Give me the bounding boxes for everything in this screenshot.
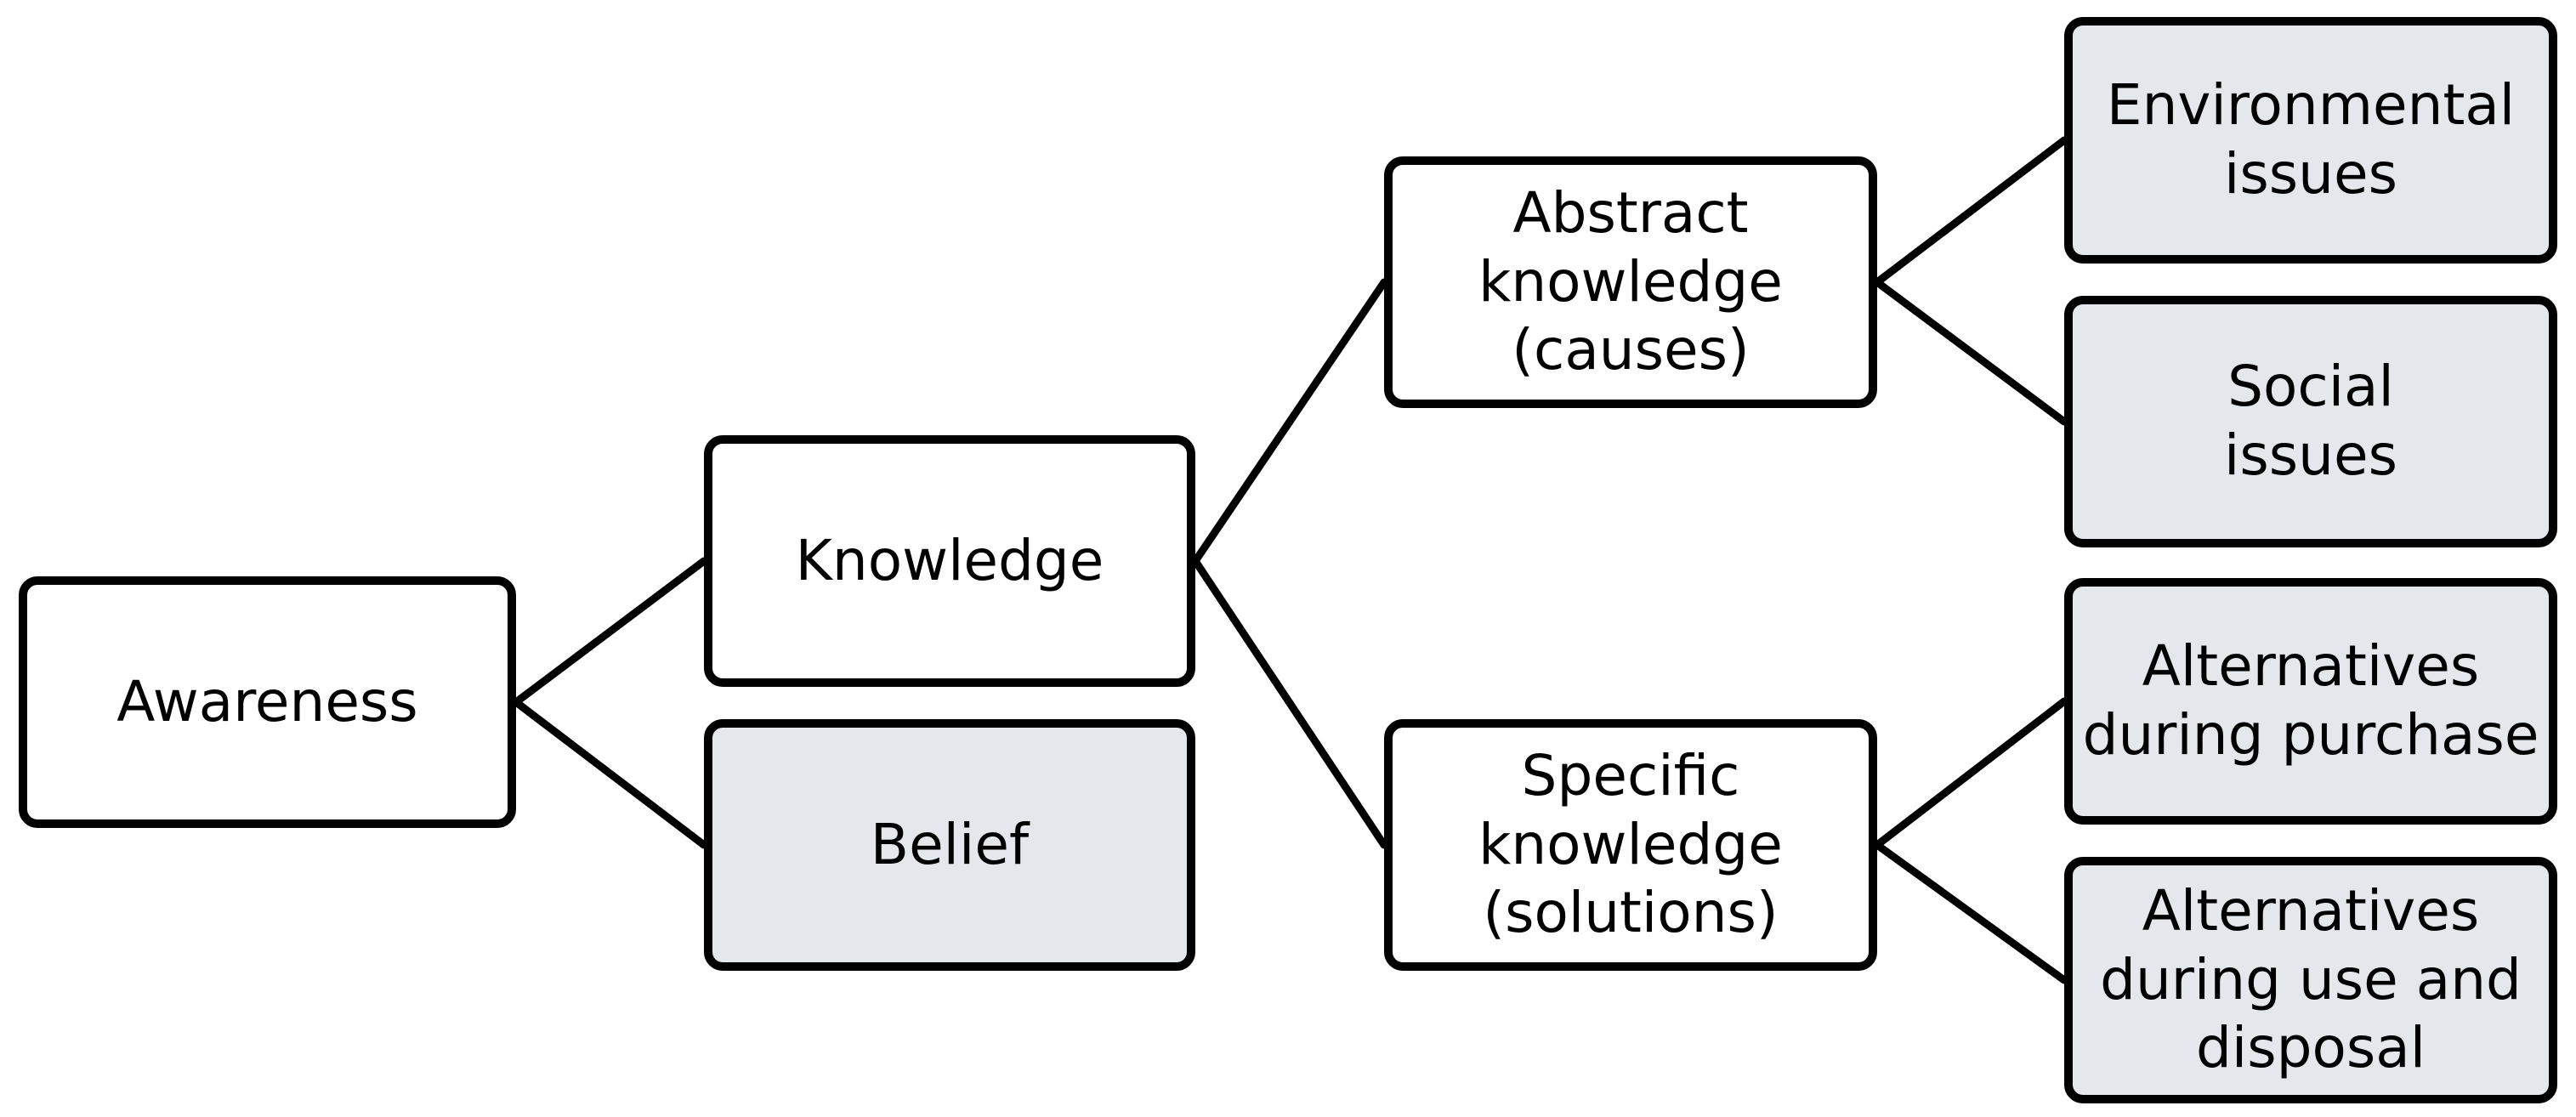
- node-belief: Belief: [704, 719, 1195, 971]
- connector-specific-knowledge-to-alternatives-purchase: [1873, 697, 2068, 849]
- connector-awareness-to-knowledge: [512, 557, 708, 706]
- connector-knowledge-to-specific-knowledge: [1191, 557, 1388, 849]
- connector-awareness-to-belief: [512, 698, 708, 849]
- connector-knowledge-to-abstract-knowledge: [1191, 278, 1388, 565]
- node-specific-knowledge: Specific knowledge (solutions): [1384, 719, 1877, 971]
- connector-abstract-knowledge-to-environmental-issues: [1873, 136, 2068, 286]
- node-awareness: Awareness: [19, 576, 516, 828]
- node-abstract-knowledge: Abstract knowledge (causes): [1384, 156, 1877, 408]
- connector-abstract-knowledge-to-social-issues: [1873, 278, 2068, 426]
- node-social-issues: Social issues: [2064, 296, 2557, 547]
- node-knowledge: Knowledge: [704, 435, 1195, 687]
- node-alternatives-purchase: Alternatives during purchase: [2064, 578, 2557, 825]
- node-environmental-issues: Environmental issues: [2064, 17, 2557, 264]
- node-alternatives-use-disposal: Alternatives during use and disposal: [2064, 857, 2557, 1103]
- connector-specific-knowledge-to-alternatives-use-disposal: [1873, 841, 2068, 984]
